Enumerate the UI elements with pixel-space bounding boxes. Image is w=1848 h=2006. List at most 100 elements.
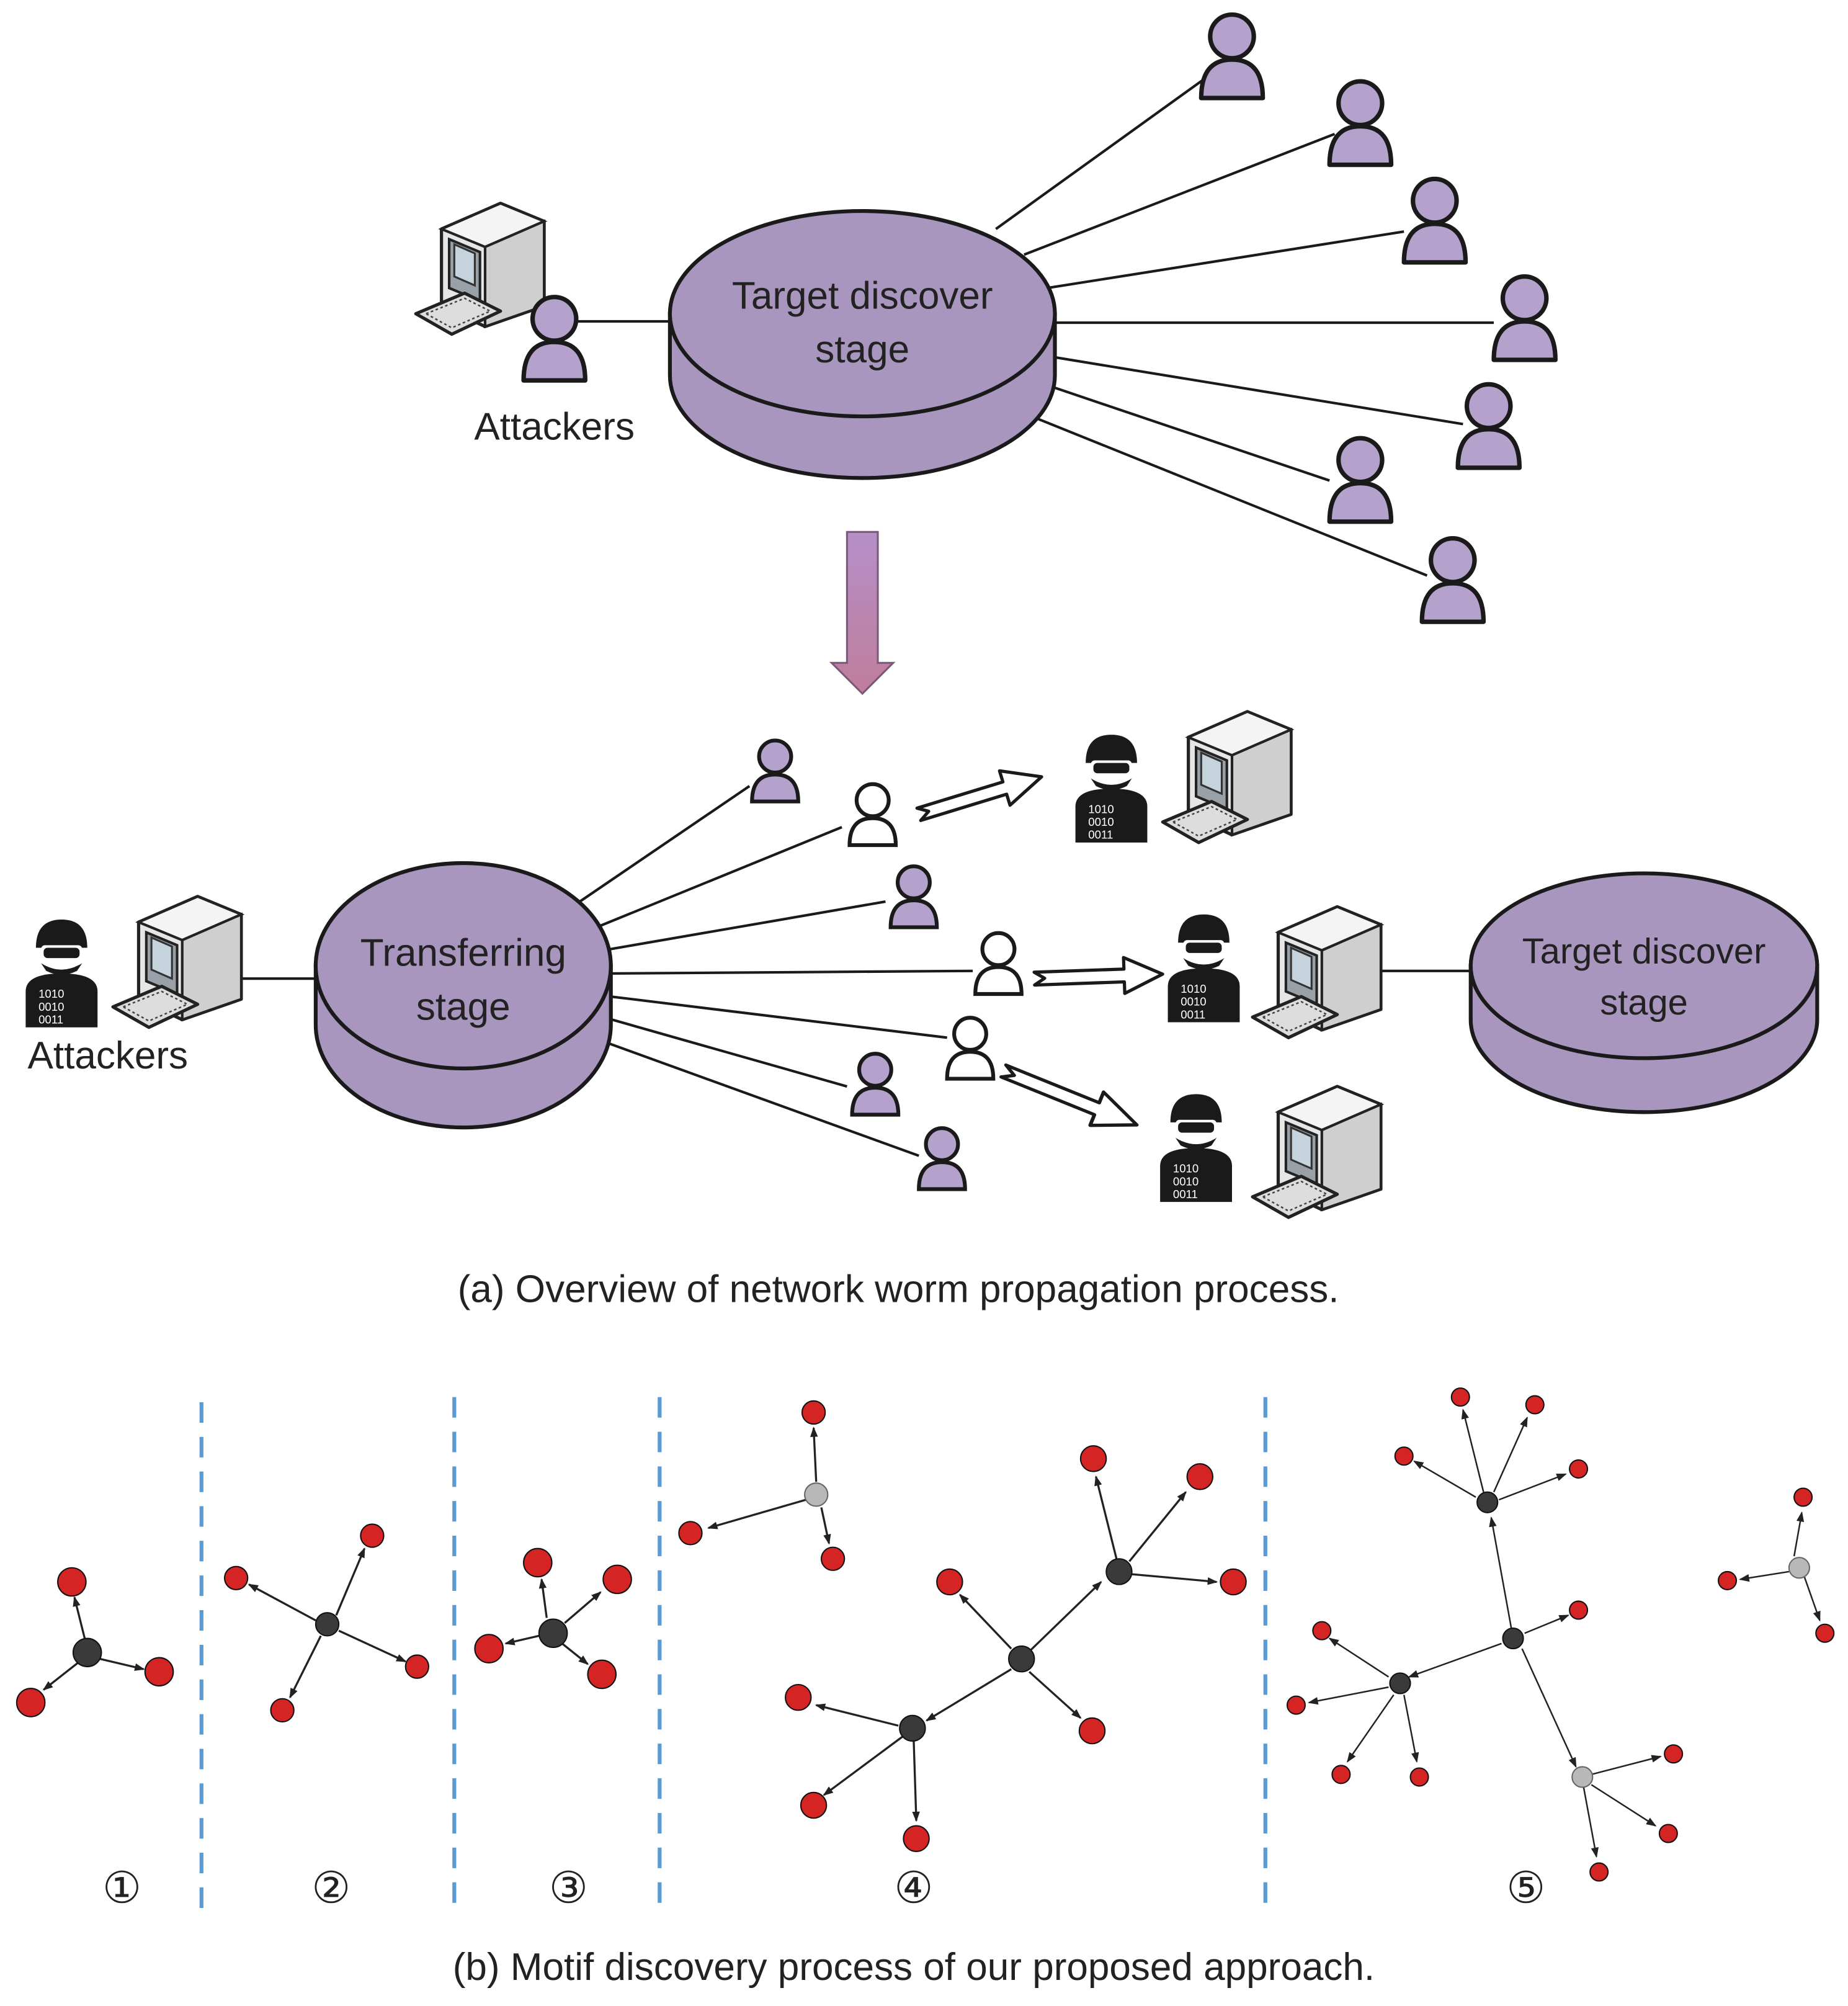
- panel-a-top: Target discover stage Attackers: [416, 15, 1555, 622]
- leaf-node: [801, 1400, 826, 1425]
- leaf-node: [903, 1825, 930, 1852]
- leaf-node: [936, 1568, 963, 1596]
- hub-node: [1502, 1627, 1524, 1650]
- grey-node: [804, 1482, 829, 1507]
- bottom-target-label-line2: stage: [1600, 983, 1688, 1023]
- grey-node: [1571, 1766, 1594, 1788]
- leaf-node: [1525, 1395, 1545, 1415]
- bottom-user-icon: [852, 1054, 898, 1114]
- leaf-node: [678, 1521, 703, 1546]
- bottom-target-label-line1: Target discover: [1522, 931, 1766, 971]
- top-target-user-icon: [1458, 384, 1519, 467]
- hollow-arrow-icon: [997, 1054, 1144, 1142]
- leaf-node: [587, 1659, 617, 1690]
- new-attacker-hacker-icon: [1075, 735, 1148, 843]
- leaf-node: [1793, 1487, 1813, 1507]
- panel-a-bottom: Transferring stage Target discover stage…: [25, 712, 1819, 1217]
- leaf-node: [820, 1546, 846, 1571]
- hub-node: [1389, 1672, 1411, 1695]
- leaf-node: [1569, 1600, 1589, 1620]
- bottom-attacker-computer-icon: [113, 897, 241, 1028]
- step-label: ②: [311, 1863, 350, 1912]
- leaf-node: [523, 1547, 553, 1578]
- new-attacker-computer-icon: [1163, 712, 1291, 843]
- top-target-discover-stage: Target discover stage: [667, 208, 1057, 480]
- leaf-node: [474, 1634, 504, 1663]
- top-target-user-icon: [1201, 15, 1262, 98]
- bottom-attacker-hacker-icon: [25, 920, 98, 1028]
- leaf-node: [1394, 1446, 1414, 1466]
- hollow-arrow-icon: [1033, 956, 1163, 996]
- top-stage-label-line2: stage: [815, 328, 909, 371]
- leaf-node: [1220, 1568, 1247, 1596]
- caption-b: (b) Motif discovery process of our propo…: [453, 1946, 1375, 1989]
- step-label: ④: [894, 1863, 933, 1912]
- hollow-arrow-icon: [914, 759, 1047, 831]
- hub-node: [1476, 1491, 1499, 1513]
- bottom-attackers-label: Attackers: [27, 1034, 188, 1077]
- infected-user-icon: [947, 1018, 993, 1078]
- top-attacker-user-icon: [524, 297, 585, 380]
- grey-node: [1788, 1557, 1810, 1579]
- motif-3: [474, 1547, 632, 1690]
- leaf-node: [1450, 1387, 1470, 1407]
- leaf-node: [1331, 1765, 1351, 1784]
- leaf-node: [1658, 1824, 1678, 1843]
- leaf-node: [1718, 1570, 1738, 1590]
- new-attacker-hacker-icon: [1167, 914, 1240, 1023]
- leaf-node: [1815, 1623, 1835, 1643]
- leaf-node: [785, 1683, 812, 1711]
- leaf-node: [1589, 1862, 1609, 1882]
- infected-user-icon: [850, 784, 896, 845]
- step-label: ③: [549, 1863, 588, 1912]
- leaf-node: [1186, 1463, 1214, 1490]
- bottom-target-discover-stage: Target discover stage: [1468, 871, 1819, 1114]
- leaf-node: [1312, 1621, 1332, 1641]
- infected-user-icon: [975, 933, 1021, 994]
- panel-separators: [199, 1397, 1267, 1911]
- hub-node: [538, 1618, 568, 1649]
- top-target-user-icon: [1422, 539, 1483, 622]
- leaf-node: [57, 1567, 87, 1597]
- leaf-node: [223, 1565, 249, 1590]
- hub-node: [315, 1612, 340, 1637]
- leaf-node: [800, 1791, 828, 1819]
- new-attacker-computer-icon: [1252, 1086, 1381, 1217]
- leaf-node: [16, 1688, 46, 1717]
- new-attacker-hacker-icon: [1160, 1094, 1232, 1202]
- leaf-node: [1078, 1717, 1106, 1745]
- top-stage-label-line1: Target discover: [732, 274, 993, 317]
- top-attacker-computer-icon: [416, 204, 544, 334]
- hub-node: [899, 1714, 926, 1742]
- step-label: ⑤: [1506, 1863, 1545, 1912]
- bottom-connection-lines: [238, 785, 1473, 1157]
- motif-2: [223, 1523, 429, 1723]
- leaf-node: [1286, 1695, 1306, 1715]
- leaf-node: [404, 1654, 429, 1679]
- leaf-node: [1569, 1459, 1589, 1479]
- leaf-node: [1409, 1767, 1429, 1787]
- bottom-user-icon: [752, 740, 798, 801]
- step-label: ①: [102, 1863, 141, 1912]
- top-target-user-icon: [1329, 81, 1391, 164]
- step-labels: ① ② ③ ④ ⑤: [102, 1863, 1545, 1912]
- leaf-node: [360, 1523, 385, 1548]
- hub-node: [1008, 1645, 1035, 1673]
- down-arrow-icon: [829, 531, 896, 696]
- transferring-label-line2: stage: [416, 985, 511, 1028]
- motif-5: [1286, 1387, 1835, 1882]
- top-target-user-icon: [1494, 277, 1555, 360]
- hub-node: [72, 1637, 102, 1668]
- top-target-user-icon: [1329, 438, 1391, 521]
- bottom-user-icon: [919, 1128, 965, 1189]
- top-attackers-label: Attackers: [474, 405, 635, 448]
- motif-1: [16, 1567, 174, 1717]
- motif-4: [678, 1400, 1247, 1852]
- top-connection-lines: [572, 76, 1494, 577]
- caption-a: (a) Overview of network worm propagation…: [458, 1268, 1339, 1311]
- leaf-node: [602, 1564, 632, 1595]
- panel-b: ① ② ③ ④ ⑤: [16, 1387, 1835, 1912]
- transferring-stage: Transferring stage: [313, 861, 613, 1130]
